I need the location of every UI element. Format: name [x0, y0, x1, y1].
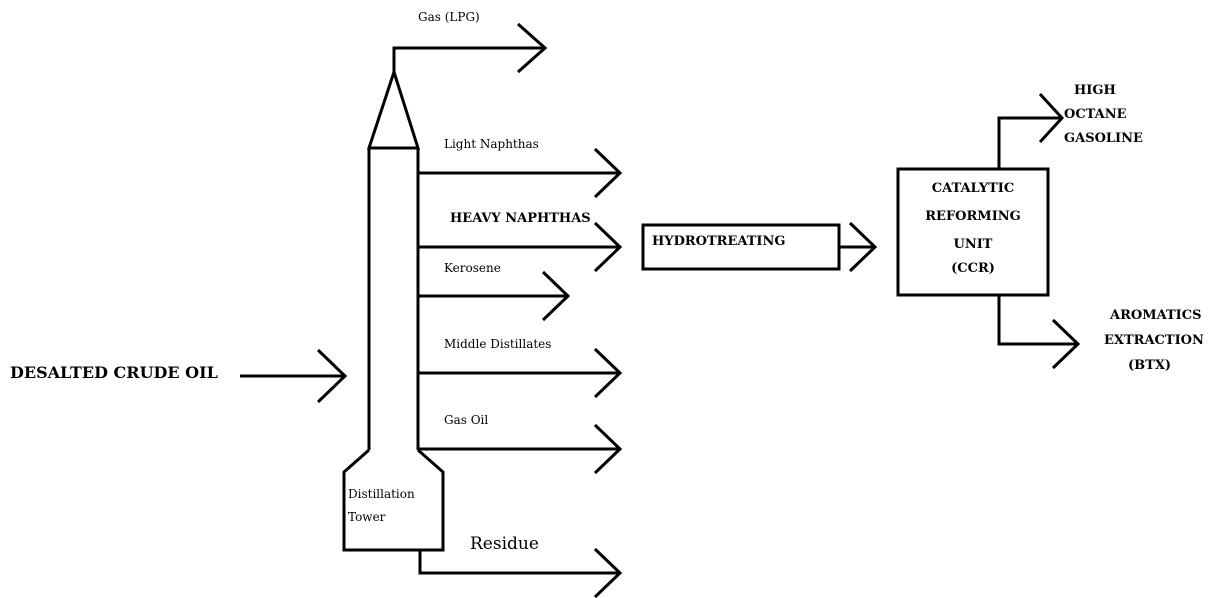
light-naphthas-label: Light Naphthas — [444, 137, 539, 151]
light-naphthas-arrow — [418, 147, 623, 199]
hydrotreating-to-reformer-arrow — [839, 221, 878, 273]
aromatics-extraction-arrow — [997, 295, 1081, 370]
kerosene-label: Kerosene — [444, 261, 501, 275]
reformer-label-line4: (CCR) — [951, 261, 995, 276]
gas-lpg-arrow — [392, 22, 548, 74]
residue-arrow — [418, 547, 623, 598]
gasoline-label-line3: GASOLINE — [1064, 131, 1143, 146]
hydrotreating-label: HYDROTREATING — [652, 234, 785, 249]
heavy-naphthas-arrow — [418, 221, 623, 273]
gasoline-label-line2: OCTANE — [1064, 107, 1127, 122]
kerosene-arrow — [418, 270, 571, 322]
gas-oil-arrow — [418, 423, 623, 475]
gasoline-label-line1: HIGH — [1074, 83, 1116, 98]
catalytic-reforming-unit-box — [896, 167, 1050, 297]
tower-label-line2: Tower — [348, 510, 386, 524]
reformer-label-line2: REFORMING — [925, 209, 1021, 224]
gas-oil-label: Gas Oil — [444, 413, 488, 427]
feed-arrow — [240, 348, 348, 404]
gas-lpg-label: Gas (LPG) — [418, 10, 480, 24]
high-octane-gasoline-arrow — [997, 92, 1065, 169]
aromatics-label-line3: (BTX) — [1128, 358, 1171, 373]
residue-label: Residue — [470, 534, 539, 554]
distillation-tower — [342, 67, 445, 552]
reformer-label-line3: UNIT — [954, 237, 993, 252]
middle-distillates-arrow — [418, 347, 623, 399]
tower-label-line1: Distillation — [348, 487, 415, 501]
reformer-label-line1: CATALYTIC — [932, 181, 1014, 196]
aromatics-label-line1: AROMATICS — [1109, 308, 1201, 323]
heavy-naphthas-label: HEAVY NAPHTHAS — [450, 211, 591, 226]
aromatics-label-line2: EXTRACTION — [1104, 333, 1204, 348]
middle-distillates-label: Middle Distillates — [444, 337, 551, 351]
feed-label: DESALTED CRUDE OIL — [10, 363, 218, 382]
